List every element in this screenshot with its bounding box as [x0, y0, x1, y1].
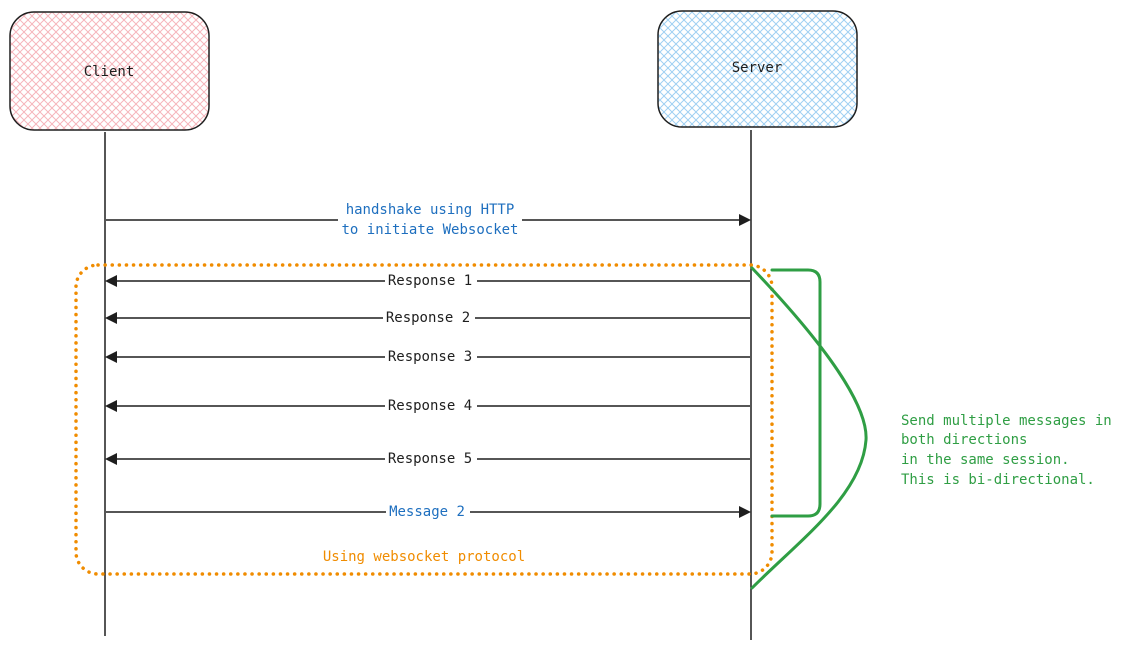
response-arrow-5: Response 5 [105, 450, 750, 468]
response-label: Response 2 [386, 310, 470, 326]
note-line-4: This is bi-directional. [901, 472, 1095, 488]
response-label: Response 3 [388, 349, 472, 365]
response-arrow-1: Response 1 [105, 272, 750, 290]
client-participant: Client [9, 11, 210, 131]
response-arrow-2: Response 2 [105, 309, 750, 327]
note-line-1: Send multiple messages in [901, 413, 1112, 429]
frame-label: Using websocket protocol [323, 549, 525, 565]
handshake-label-line1: handshake using HTTP [346, 202, 515, 218]
bidirectional-bracket [750, 266, 868, 590]
response-arrow-3: Response 3 [105, 348, 750, 366]
note-line-2: both directions [901, 432, 1027, 448]
note-line-3: in the same session. [901, 452, 1070, 468]
message-2-label: Message 2 [389, 504, 465, 520]
response-label: Response 1 [388, 273, 472, 289]
response-label: Response 4 [388, 398, 472, 414]
handshake-label-line2: to initiate Websocket [341, 222, 518, 238]
response-arrow-4: Response 4 [105, 397, 750, 415]
response-label: Response 5 [388, 451, 472, 467]
client-label: Client [84, 64, 135, 80]
server-participant: Server [657, 10, 858, 128]
server-label: Server [732, 60, 783, 76]
bidirectional-note: Send multiple messages in both direction… [901, 413, 1112, 488]
message-2-arrow: Message 2 [106, 503, 751, 521]
handshake-arrow: handshake using HTTP to initiate Websock… [106, 199, 751, 239]
websocket-frame: Using websocket protocol [74, 263, 774, 576]
